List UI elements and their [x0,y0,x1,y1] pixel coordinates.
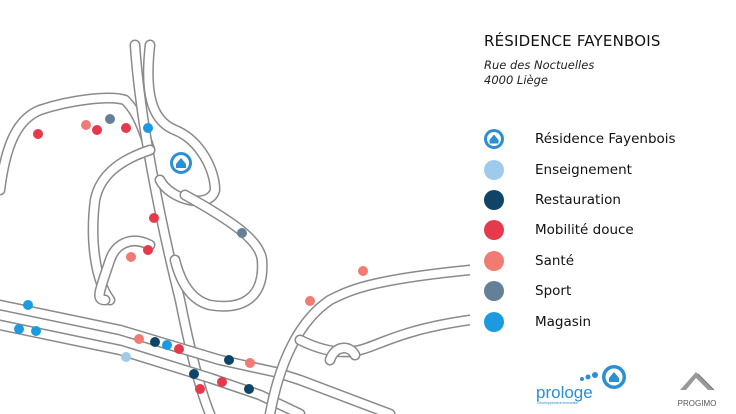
road [0,92,156,196]
poi-mobilit-douce[interactable] [33,129,43,139]
poi-mobilit-douce[interactable] [92,125,102,135]
poi-mobilit-douce[interactable] [174,344,184,354]
residence-title: RÉSIDENCE FAYENBOIS [484,32,661,50]
poi-mobilit-douce[interactable] [121,123,131,133]
address-street: Rue des Noctuelles [484,58,595,72]
poi-sant-[interactable] [245,358,255,368]
poi-restauration[interactable] [224,355,234,365]
poi-mobilit-douce[interactable] [217,377,227,387]
map[interactable] [0,0,470,414]
address-city: 4000 Liège [484,73,548,87]
house-icon [484,129,504,150]
poi-restauration[interactable] [244,384,254,394]
progimo-logo: PROGIMO [678,372,717,408]
road [0,94,154,194]
poi-magasin[interactable] [143,123,153,133]
legend-label: Enseignement [535,161,632,178]
address: Rue des Noctuelles 4000 Liège [484,58,734,88]
legend-item-sante: Santé [484,246,676,276]
legend-item-sport: Sport [484,276,676,306]
poi-magasin[interactable] [14,324,24,334]
legend: Résidence Fayenbois Enseignement Restaur… [484,124,676,337]
poi-magasin[interactable] [31,326,41,336]
dot-icon [484,220,504,241]
legend-item-magasin: Magasin [484,306,676,336]
poi-sant-[interactable] [358,266,368,276]
svg-text:prologe: prologe [536,383,593,402]
legend-label: Magasin [535,313,592,330]
svg-text:PROGIMO: PROGIMO [678,399,717,408]
poi-restauration[interactable] [189,369,199,379]
legend-label: Résidence Fayenbois [535,131,676,148]
poi-markers [14,114,368,394]
poi-restauration[interactable] [150,337,160,347]
poi-magasin[interactable] [23,300,33,310]
poi-mobilit-douce[interactable] [195,384,205,394]
poi-magasin[interactable] [162,340,172,350]
legend-item-mobilite: Mobilité douce [484,215,676,245]
road [144,41,219,205]
legend-label: Restauration [535,191,621,208]
poi-sport[interactable] [105,114,115,124]
prologe-logo: prologe Développement immobilier [536,365,626,405]
dot-icon [484,250,504,271]
poi-sant-[interactable] [134,334,144,344]
poi-mobilit-douce[interactable] [143,245,153,255]
road [266,266,470,414]
legend-item-enseignement: Enseignement [484,154,676,184]
dot-icon [484,189,504,210]
road [95,237,154,304]
legend-label: Sport [535,283,572,300]
info-panel: RÉSIDENCE FAYENBOIS Rue des Noctuelles 4… [484,32,734,88]
road [326,344,359,364]
legend-label: Santé [535,252,574,269]
poi-sant-[interactable] [81,120,91,130]
legend-item-residence: Résidence Fayenbois [484,124,676,154]
poi-sant-[interactable] [305,296,315,306]
legend-item-restauration: Restauration [484,185,676,215]
road [296,316,470,356]
poi-enseignement[interactable] [121,352,131,362]
poi-sport[interactable] [237,228,247,238]
svg-text:Développement immobilier: Développement immobilier [537,401,579,405]
residence-marker[interactable] [170,152,192,174]
dot-icon [484,311,504,332]
dot-icon [484,159,504,180]
legend-label: Mobilité douce [535,222,634,239]
dot-icon [484,281,504,302]
poi-sant-[interactable] [126,252,136,262]
road [171,191,267,311]
poi-mobilit-douce[interactable] [149,213,159,223]
roads [0,39,470,414]
